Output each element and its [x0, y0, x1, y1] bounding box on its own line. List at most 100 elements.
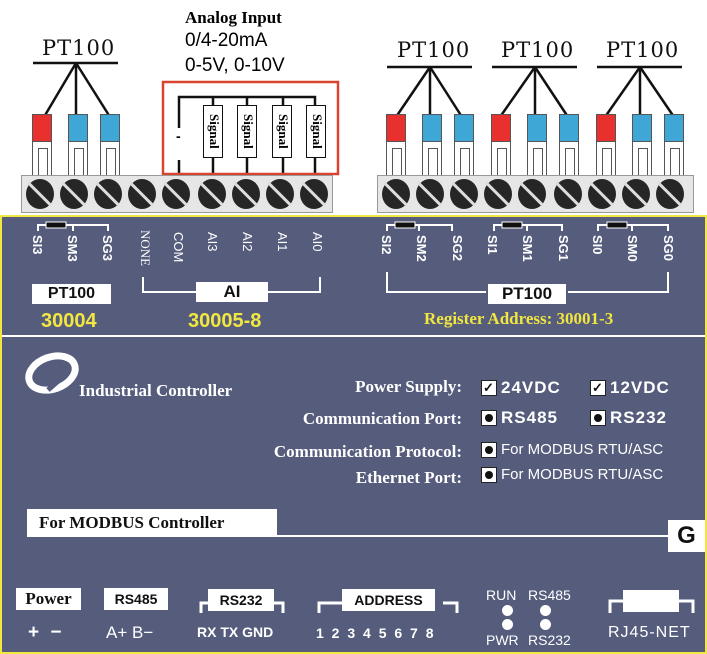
power-24vdc-option[interactable]: ✓24VDC	[481, 378, 561, 398]
lug-red	[491, 114, 511, 177]
led-rs232-label: RS232	[528, 632, 571, 648]
terminal-screw[interactable]	[162, 179, 190, 209]
lug-blue	[422, 114, 442, 177]
power-label: Power	[16, 588, 81, 610]
rj45-port-icon	[608, 590, 695, 613]
checkbox-icon: ✓	[590, 380, 606, 396]
power-12vdc-option[interactable]: ✓12VDC	[590, 378, 670, 398]
option-rs232: RS232	[610, 408, 667, 427]
terminal-screw[interactable]	[484, 179, 512, 209]
pin-sg2: SG2	[450, 235, 465, 262]
sensor-wiring	[33, 61, 682, 176]
rs232-label: RS232	[208, 589, 274, 611]
comm-protocol-value: For MODBUS RTU/ASC	[501, 441, 664, 458]
rs485-label: RS485	[104, 588, 168, 610]
comm-protocol-option[interactable]: For MODBUS RTU/ASC	[481, 441, 663, 458]
address-switches[interactable]: 1 2 3 4 5 6 7 8	[316, 625, 434, 641]
rs232-pins: RX TX GND	[197, 624, 274, 640]
lug-red	[596, 114, 616, 177]
led-rs232	[540, 619, 551, 630]
terminal-strip-right	[377, 175, 694, 213]
pin-ai3: AI3	[205, 232, 220, 252]
terminal-screw[interactable]	[266, 179, 294, 209]
radio-dot-icon	[481, 410, 497, 426]
terminal-screw[interactable]	[518, 179, 546, 209]
modbus-line	[277, 535, 669, 537]
terminal-screw[interactable]	[26, 179, 54, 209]
lug-blue	[100, 114, 120, 177]
pin-ai0: AI0	[310, 232, 325, 252]
pin-sm1: SM1	[520, 235, 535, 262]
lug-blue	[632, 114, 652, 177]
panel-divider	[2, 335, 705, 337]
terminal-screw[interactable]	[622, 179, 650, 209]
terminal-screw[interactable]	[382, 179, 410, 209]
pt100-title-3: PT100	[501, 38, 575, 62]
terminal-screw[interactable]	[588, 179, 616, 209]
led-pwr	[502, 619, 513, 630]
pin-none: NONE	[138, 230, 153, 267]
ethernet-port-value: For MODBUS RTU/ASC	[501, 466, 664, 483]
modbus-controller-label: For MODBUS Controller	[27, 509, 277, 537]
address-bracket	[317, 601, 459, 613]
rs485-pins: A+ B−	[106, 623, 154, 642]
option-12vdc: 12VDC	[610, 378, 670, 397]
analog-input-title: Analog Input	[185, 8, 282, 27]
terminal-screw[interactable]	[416, 179, 444, 209]
lug-blue	[559, 114, 579, 177]
pin-sg3: SG3	[100, 235, 115, 262]
led-run-label: RUN	[486, 587, 517, 603]
radio-dot-icon	[481, 466, 497, 483]
analog-minus-label: -	[176, 128, 181, 144]
terminal-screw[interactable]	[60, 179, 88, 209]
pin-si0: SI0	[590, 235, 605, 255]
led-pwr-label: PWR	[486, 632, 519, 648]
pin-sg1: SG1	[556, 235, 571, 262]
led-run	[502, 605, 513, 616]
signal-box-3: Signal	[272, 105, 292, 158]
register-30005-8: 30005-8	[188, 310, 262, 332]
pin-sm0: SM0	[625, 235, 640, 262]
power-supply-label: Power Supply:	[355, 377, 462, 396]
checkbox-icon: ✓	[481, 380, 497, 396]
terminal-screw[interactable]	[450, 179, 478, 209]
pin-brackets	[37, 221, 669, 293]
terminal-screw[interactable]	[128, 179, 156, 209]
terminal-screw[interactable]	[554, 179, 582, 209]
controller-panel	[0, 215, 707, 654]
signal-box-4: Signal	[306, 105, 326, 158]
comm-port-label: Communication Port:	[302, 409, 462, 428]
comm-port-rs232-option[interactable]: RS232	[590, 408, 667, 428]
ethernet-port-option[interactable]: For MODBUS RTU/ASC	[481, 466, 663, 483]
terminal-strip-left	[21, 175, 333, 213]
signal-box-2: Signal	[237, 105, 257, 158]
terminal-screw[interactable]	[232, 179, 260, 209]
register-30004: 30004	[41, 310, 97, 332]
brand-name: Industrial Controller	[79, 381, 233, 400]
terminal-screw[interactable]	[656, 179, 684, 209]
pt100-label-right: PT100	[488, 284, 566, 304]
comm-port-rs485-option[interactable]: RS485	[481, 408, 558, 428]
option-rs485: RS485	[501, 408, 558, 427]
model-letter-g: G	[668, 520, 705, 552]
pin-sm3: SM3	[65, 235, 80, 262]
rj45-net-label[interactable]: RJ45-NET	[608, 624, 691, 641]
signal-box-1: Signal	[203, 105, 223, 158]
analog-input-range-voltage: 0-5V, 0-10V	[185, 55, 285, 76]
power-pins: + −	[28, 622, 62, 643]
address-label: ADDRESS	[342, 589, 435, 611]
pin-si2: SI2	[379, 235, 394, 255]
pt100-label-left: PT100	[32, 284, 111, 304]
register-address-30001-3: Register Address: 30001-3	[424, 309, 614, 328]
led-rs485-label: RS485	[528, 587, 571, 603]
terminal-screw[interactable]	[94, 179, 122, 209]
radio-dot-icon	[481, 441, 497, 458]
pin-si1: SI1	[485, 235, 500, 255]
brand-logo-icon	[25, 352, 79, 394]
terminal-screw[interactable]	[198, 179, 226, 209]
terminal-screw[interactable]	[300, 179, 328, 209]
lug-blue	[527, 114, 547, 177]
pin-ai2: AI2	[240, 232, 255, 252]
lug-blue	[454, 114, 474, 177]
ethernet-port-label: Ethernet Port:	[355, 468, 462, 487]
